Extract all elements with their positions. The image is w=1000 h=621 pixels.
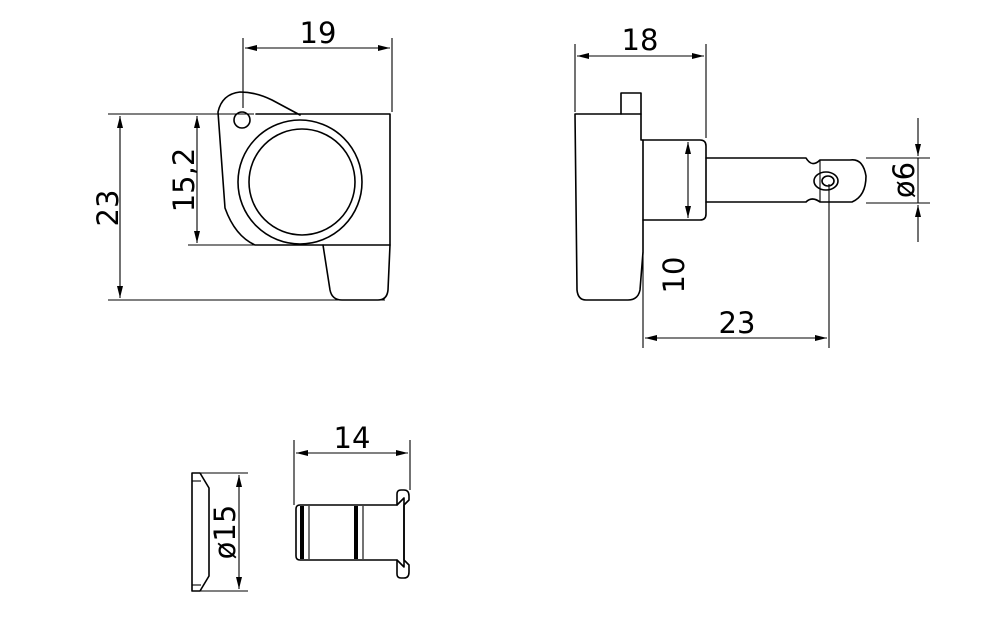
dim-front-height: 23: [91, 190, 125, 227]
bushing-view: 14: [293, 421, 411, 579]
washer-outline: [191, 472, 210, 592]
front-body-outline: [217, 91, 391, 246]
dim-side-length: 23: [719, 306, 756, 340]
mounting-hole: [233, 111, 251, 129]
dim-front-width: 19: [300, 16, 337, 50]
bushing-thread-band-2: [354, 506, 358, 559]
side-shaft: [705, 157, 867, 203]
bushing-body: [295, 497, 405, 568]
dim-side-width: 18: [622, 23, 659, 57]
side-housing: [574, 113, 644, 301]
front-tab: [322, 244, 391, 301]
side-top-peg: [620, 92, 642, 115]
side-dimensions: 18 10 23 ø6: [574, 23, 930, 348]
bushing-thread-band-1: [300, 506, 304, 559]
dim-side-shaft-dia: ø6: [887, 162, 921, 198]
side-view: [574, 92, 867, 301]
dim-front-inner-height: 15,2: [167, 148, 201, 213]
dim-bush-length: 14: [334, 421, 371, 455]
button-outer-ring: [237, 119, 363, 245]
dim-side-shaft-height: 10: [657, 257, 691, 294]
string-hole: [813, 171, 839, 191]
side-collar: [642, 139, 707, 221]
front-view: [217, 91, 391, 301]
dim-washer-dia: ø15: [208, 505, 242, 560]
button-inner-ring: [248, 128, 356, 236]
washer-view: ø15: [191, 472, 248, 592]
front-dimensions: 19 23 15,2: [91, 16, 393, 301]
